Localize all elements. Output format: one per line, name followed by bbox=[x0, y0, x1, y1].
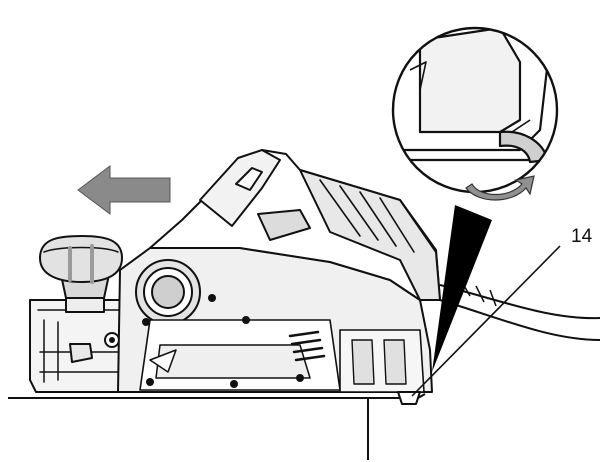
arrow-left-icon bbox=[77, 165, 171, 215]
magnified-detail bbox=[391, 26, 559, 201]
motor-housing bbox=[299, 169, 441, 301]
vent-slots bbox=[288, 330, 326, 362]
depth-adjustment-knob bbox=[39, 235, 123, 313]
handle bbox=[199, 149, 311, 241]
parking-foot bbox=[397, 391, 421, 405]
shoe-lever bbox=[69, 343, 93, 363]
front-roller bbox=[135, 259, 201, 325]
magnifier-pointer bbox=[432, 205, 492, 372]
workpiece bbox=[8, 393, 426, 460]
callout-leader-14 bbox=[411, 245, 561, 397]
callout-label-14: 14 bbox=[571, 226, 593, 247]
planer-tool bbox=[29, 149, 441, 405]
rotate-arrow-icon bbox=[465, 175, 535, 201]
